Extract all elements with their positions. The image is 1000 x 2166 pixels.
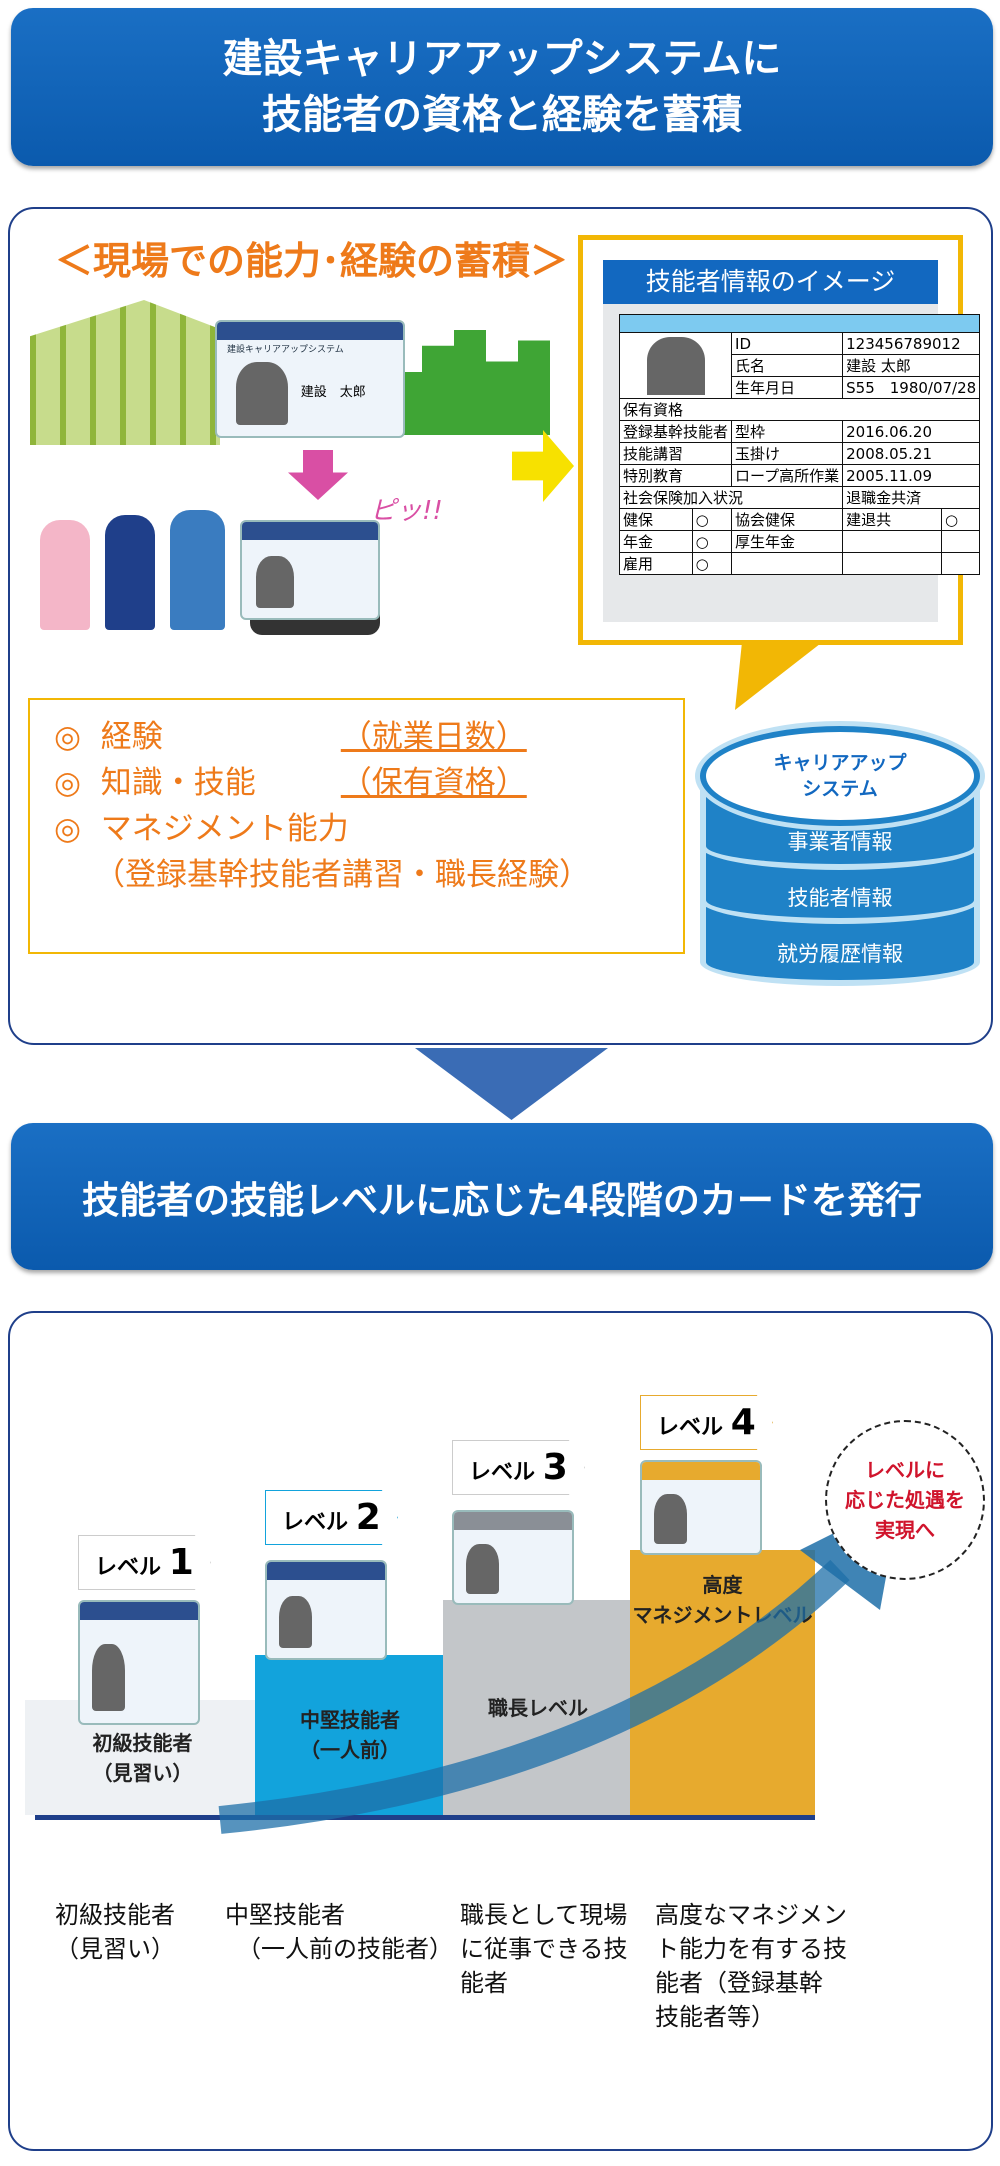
torn-edge — [583, 626, 958, 640]
level-2-card — [265, 1560, 387, 1660]
qual-header: 保有資格 — [618, 398, 981, 421]
id-card-1: 建設キャリアアップシステム 建設 太郎 — [215, 320, 405, 438]
big-down-arrow-icon — [415, 1048, 608, 1120]
name-label: 氏名 — [731, 354, 844, 377]
ins-row: 健保○協会健保建退共○ — [619, 508, 981, 531]
header-line-2: 技能者の資格と経験を蓄積 — [262, 92, 742, 138]
person-silhouette-icon — [255, 555, 294, 609]
dob-value: S55 1980/07/28 — [842, 376, 981, 399]
card-issue-banner: 技能者の技能レベルに応じた4段階のカードを発行 — [11, 1123, 993, 1270]
bullet-experience: 経験 — [100, 719, 163, 755]
level-4-tag: レベル 4 — [640, 1395, 773, 1450]
level-4-description: 高度なマネジメン ト能力を有する技 能者（登録基幹 技能者等） — [655, 1901, 847, 2031]
ability-bullets: ◎ 経験（就業日数） ◎ 知識・技能（保有資格） ◎ マネジメント能力 （登録基… — [28, 698, 685, 954]
header-line-1: 建設キャリアアップシステムに — [222, 36, 782, 82]
accumulation-title: ＜現場での能力･経験の蓄積＞ — [55, 239, 569, 283]
dob-label: 生年月日 — [731, 376, 844, 399]
level-1-description: 初級技能者 （見習い） — [55, 1901, 175, 1963]
level-1-step: 初級技能者 （見習い） — [25, 1700, 260, 1815]
retire-header: 退職金共済 — [842, 486, 981, 509]
bullet-knowledge: 知識・技能 — [100, 765, 256, 801]
bullet-management-detail: （登録基幹技能者講習・職長経験） — [94, 857, 590, 893]
info-title: 技能者情報のイメージ — [603, 260, 938, 304]
level-3-tag: レベル 3 — [452, 1440, 585, 1495]
ins-row: 年金○厚生年金 — [619, 530, 981, 553]
floor-line — [35, 1815, 815, 1820]
workers-illustration — [40, 500, 230, 635]
card-issue-text: 技能者の技能レベルに応じた4段階のカードを発行 — [82, 1178, 922, 1222]
person-silhouette-icon — [235, 361, 288, 425]
bullet-management: マネジメント能力 — [100, 811, 349, 847]
level-4-card — [640, 1460, 762, 1555]
level-3-card — [452, 1510, 574, 1605]
insurance-header: 社会保険加入状況 — [618, 486, 844, 509]
bullet-experience-detail: （就業日数） — [340, 719, 527, 755]
career-up-database: 就労履歴情報 技能者情報 事業者情報 キャリアアップ システム — [700, 726, 980, 996]
bullet-knowledge-detail: （保有資格） — [340, 765, 527, 801]
id-value: 123456789012 — [842, 332, 981, 355]
db-top-label: キャリアアップ システム — [700, 726, 980, 826]
level-2-tag: レベル 2 — [265, 1490, 398, 1545]
level-2-description: 中堅技能者 （一人前の技能者） — [225, 1901, 453, 1963]
name-value: 建設 太郎 — [842, 354, 981, 377]
level-1-tag: レベル 1 — [78, 1535, 211, 1590]
id-card-2 — [240, 520, 380, 620]
header-banner: 建設キャリアアップシステムに 技能者の資格と経験を蓄積 — [11, 8, 993, 166]
level-3-description: 職長として現場 に従事できる技 能者 — [460, 1901, 628, 1997]
person-silhouette-icon — [646, 336, 705, 395]
card-name: 建設 太郎 — [300, 385, 366, 401]
id-label: ID — [731, 332, 844, 355]
goal-badge: レベルに 応じた処遇を 実現へ — [825, 1420, 985, 1580]
card-label: 建設キャリアアップシステム — [227, 345, 344, 355]
level-1-card — [78, 1600, 200, 1725]
ins-row: 雇用○ — [619, 552, 981, 575]
beep-text: ピッ!! — [370, 496, 443, 526]
